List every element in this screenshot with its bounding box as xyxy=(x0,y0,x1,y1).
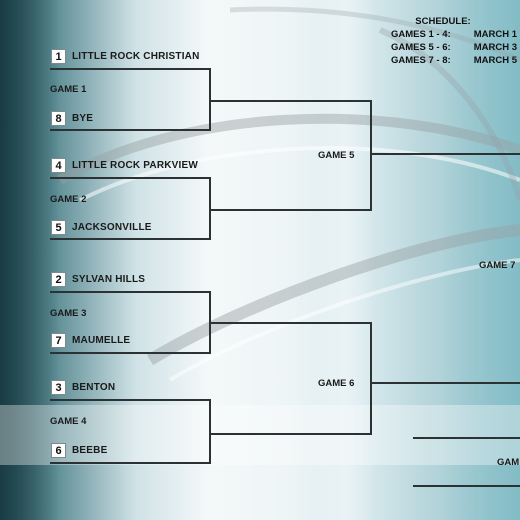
game-label: GAM xyxy=(497,457,520,468)
bracket-line xyxy=(370,100,372,211)
schedule-row: GAMES 1 - 4: MARCH 1 xyxy=(391,28,517,41)
team-name: SYLVAN HILLS xyxy=(72,274,146,285)
seed-badge: 3 xyxy=(51,380,66,395)
bracket-line xyxy=(50,352,211,354)
bracket-line xyxy=(413,485,520,487)
bracket-line xyxy=(50,399,211,401)
bracket-line xyxy=(50,68,211,70)
bracket-line xyxy=(50,177,211,179)
game-label: GAME 3 xyxy=(50,308,87,319)
bracket-line xyxy=(209,68,211,131)
bracket-line xyxy=(209,177,211,240)
game-label: GAME 7 xyxy=(479,260,516,271)
team-name: JACKSONVILLE xyxy=(72,222,152,233)
seed-badge: 4 xyxy=(51,158,66,173)
bracket-line xyxy=(209,399,211,464)
seed-badge: 6 xyxy=(51,443,66,458)
game-label: GAME 6 xyxy=(318,378,355,389)
game-label: GAME 4 xyxy=(50,416,87,427)
bracket-line xyxy=(370,322,372,435)
seed-badge: 2 xyxy=(51,272,66,287)
bracket-line xyxy=(413,437,520,439)
team-name: BYE xyxy=(72,113,94,124)
schedule-games: GAMES 5 - 6: xyxy=(391,42,451,53)
bracket-line xyxy=(50,238,211,240)
bracket-line xyxy=(371,382,520,384)
seed-badge: 1 xyxy=(51,49,66,64)
seed-badge: 7 xyxy=(51,333,66,348)
schedule-date: MARCH 3 xyxy=(473,42,517,53)
bracket-line xyxy=(210,100,372,102)
schedule-panel: SCHEDULE: GAMES 1 - 4: MARCH 1 GAMES 5 -… xyxy=(391,15,517,67)
team-name: BENTON xyxy=(72,382,116,393)
seed-badge: 5 xyxy=(51,220,66,235)
game-label: GAME 1 xyxy=(50,84,87,95)
bracket-line xyxy=(50,291,211,293)
bracket-line xyxy=(50,462,211,464)
schedule-date: MARCH 5 xyxy=(473,55,517,66)
bracket-line xyxy=(50,129,211,131)
schedule-games: GAMES 7 - 8: xyxy=(391,55,451,66)
bracket-line xyxy=(210,433,372,435)
team-name: MAUMELLE xyxy=(72,335,131,346)
schedule-row: GAMES 5 - 6: MARCH 3 xyxy=(391,41,517,54)
schedule-row: GAMES 7 - 8: MARCH 5 xyxy=(391,54,517,67)
schedule-title: SCHEDULE: xyxy=(415,16,471,27)
bracket-line xyxy=(210,322,372,324)
team-name: LITTLE ROCK CHRISTIAN xyxy=(72,51,200,62)
bracket-line xyxy=(210,209,372,211)
game-label: GAME 5 xyxy=(318,150,355,161)
game-label: GAME 2 xyxy=(50,194,87,205)
background-light-band xyxy=(315,0,375,520)
seed-badge: 8 xyxy=(51,111,66,126)
background-shade-left xyxy=(0,0,60,520)
schedule-games: GAMES 1 - 4: xyxy=(391,29,451,40)
team-name: BEEBE xyxy=(72,445,108,456)
team-name: LITTLE ROCK PARKVIEW xyxy=(72,160,199,171)
bracket-line xyxy=(371,153,520,155)
schedule-date: MARCH 1 xyxy=(473,29,517,40)
